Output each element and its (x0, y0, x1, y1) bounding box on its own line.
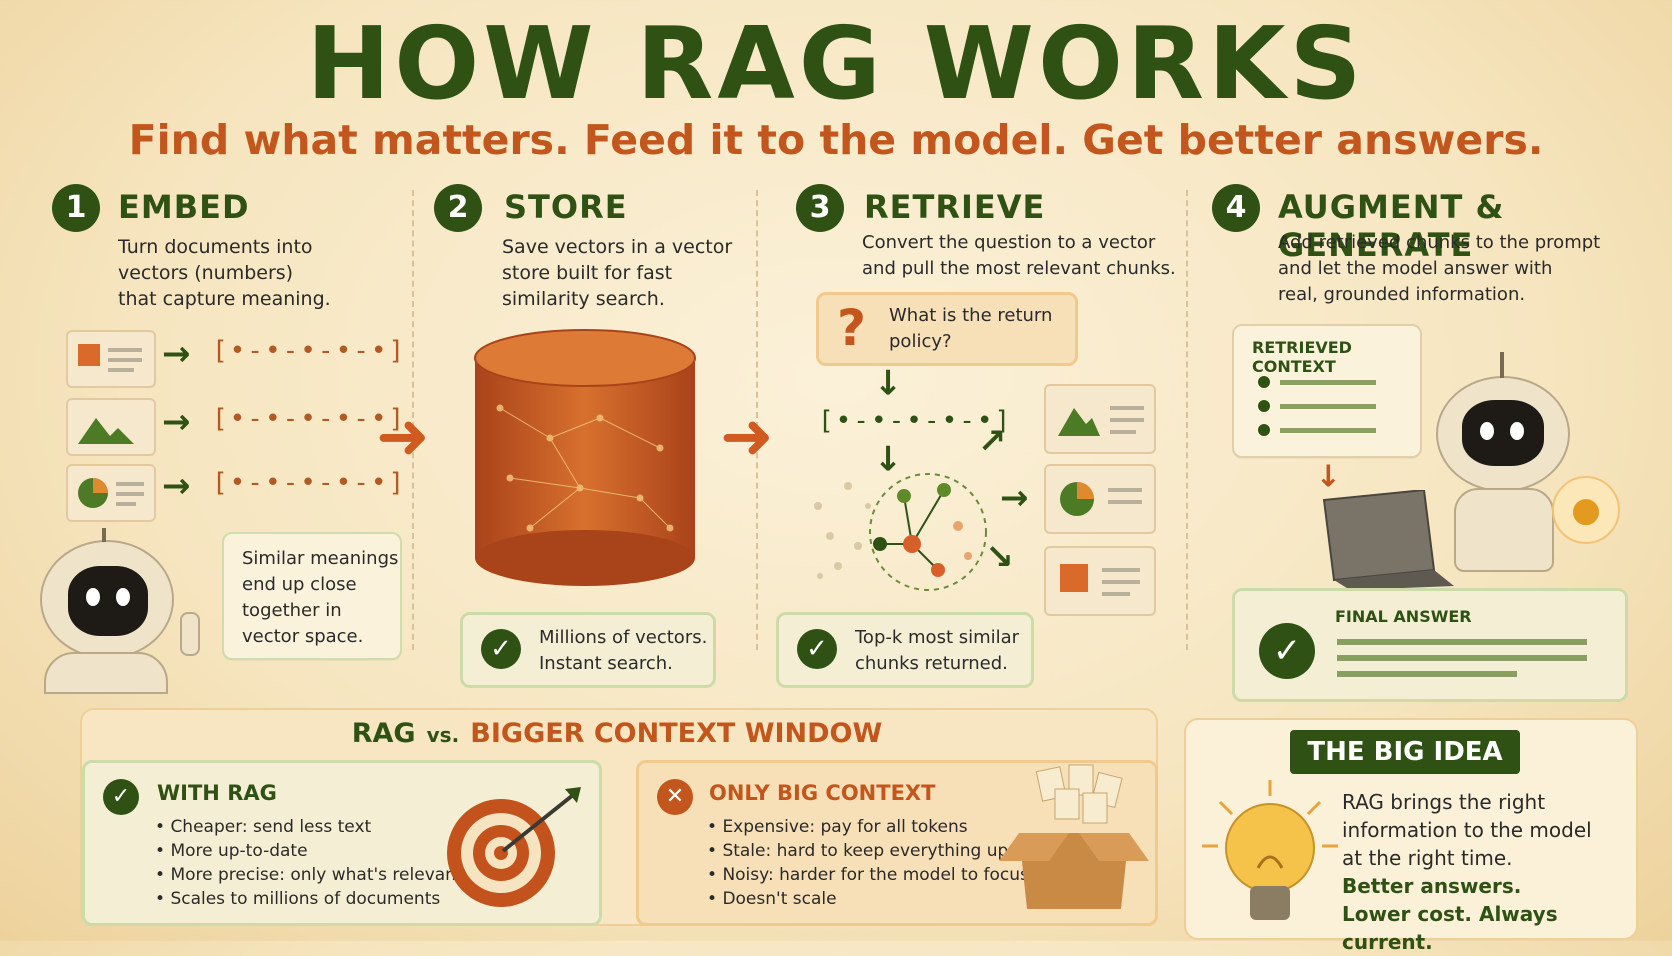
page-subtitle: Find what matters. Feed it to the model.… (128, 116, 1544, 164)
robot-finger (180, 612, 200, 656)
document-chart-card (66, 464, 156, 522)
page-title: HOW RAG WORKS (306, 5, 1366, 122)
target-icon (447, 787, 581, 907)
big-idea-section: THE BIG IDEA RAG brings the right inform… (1184, 718, 1638, 954)
document-image-card (66, 398, 156, 456)
step-4-title: AUGMENT & GENERATE (1278, 188, 1505, 264)
retrieve-note: ✓ Top-k most similar chunks returned. (776, 612, 1034, 688)
retrieved-context-label: RETRIEVED CONTEXT (1252, 338, 1352, 376)
arrow-down-icon: → (868, 367, 909, 397)
robot-icon (30, 528, 200, 694)
pie-chart-icon (78, 478, 108, 508)
document-text-card (66, 330, 156, 388)
step-4-description: Add retrieved chunks to the prompt and l… (1278, 232, 1601, 305)
vector-2: [•-•-•-•-•] (212, 404, 407, 434)
comparison-title: RAG vs. BIGGER CONTEXT WINDOW (351, 718, 883, 749)
column-divider (756, 190, 758, 650)
retrieved-chunk-chart (1044, 464, 1156, 534)
mountain-icon (78, 418, 134, 444)
arrow-right-icon: ➜ (720, 400, 774, 474)
image-block-icon (78, 344, 100, 366)
arrow-right-icon: ➜ (376, 400, 430, 474)
store-note: ✓ Millions of vectors. Instant search. (460, 612, 716, 688)
step-3-description: Convert the question to a vector and pul… (862, 232, 1176, 279)
mountain-icon (1058, 408, 1100, 436)
with-rag-list: Cheaper: send less text More up-to-date … (155, 815, 462, 911)
final-answer-card: FINAL ANSWER ✓ (1232, 588, 1628, 702)
only-big-context-heading: ONLY BIG CONTEXT (709, 781, 936, 805)
question-box: ? What is the return policy? (816, 292, 1078, 366)
step-1-description: Turn documents into vectors (numbers) th… (118, 236, 331, 310)
step-2-title: STORE (504, 188, 628, 226)
database-icon (474, 329, 696, 586)
speech-bubble: Similar meanings end up close together i… (222, 532, 402, 660)
step-1-number: 1 (52, 184, 100, 232)
lightbulb-icon: ● (1552, 476, 1620, 544)
check-icon: ✓ (797, 629, 837, 669)
retrieved-chunk-text (1044, 546, 1156, 616)
laptop-icon (1322, 490, 1454, 590)
final-answer-label: FINAL ANSWER (1335, 607, 1472, 626)
query-vector: [•-•-•-•-•] (818, 406, 1013, 436)
arrow-right-icon: → (1000, 478, 1029, 518)
arrow-right-icon: → (162, 334, 191, 374)
step-1-title: EMBED (118, 188, 250, 226)
retrieved-chunk-image (1044, 384, 1156, 454)
column-divider (412, 190, 414, 650)
step-4-number: 4 (1212, 184, 1260, 232)
with-rag-panel: ✓ WITH RAG Cheaper: send less text More … (82, 760, 602, 926)
step-2-number: 2 (434, 184, 482, 232)
box-icon (999, 764, 1149, 909)
arrow-right-icon: → (162, 402, 191, 442)
arrow-right-icon: → (162, 466, 191, 506)
vector-3: [•-•-•-•-•] (212, 468, 407, 498)
step-3-number: 3 (796, 184, 844, 232)
big-idea-text: RAG brings the right information to the … (1342, 790, 1592, 954)
big-idea-banner: THE BIG IDEA (1290, 730, 1520, 774)
question-icon: ? (837, 299, 867, 357)
only-big-context-list: Expensive: pay for all tokens Stale: har… (707, 815, 1057, 911)
check-icon: ✓ (1259, 623, 1315, 679)
image-block-icon (1060, 564, 1088, 592)
lightbulb-icon (1202, 780, 1338, 920)
only-big-context-panel: ✕ ONLY BIG CONTEXT Expensive: pay for al… (636, 760, 1158, 926)
vector-space-icon (814, 473, 987, 591)
x-icon: ✕ (657, 779, 693, 815)
vector-1: [•-•-•-•-•] (212, 336, 407, 366)
pie-chart-icon (1060, 482, 1094, 516)
robot-icon (1436, 352, 1576, 572)
arrow-down-icon: → (1311, 462, 1347, 489)
step-3-title: RETRIEVE (864, 188, 1046, 226)
with-rag-heading: WITH RAG (157, 781, 277, 805)
column-divider (1186, 190, 1188, 650)
check-icon: ✓ (481, 629, 521, 669)
check-icon: ✓ (103, 779, 139, 815)
retrieved-context-card: RETRIEVED CONTEXT (1232, 324, 1422, 458)
step-2-description: Save vectors in a vector store built for… (502, 236, 733, 310)
